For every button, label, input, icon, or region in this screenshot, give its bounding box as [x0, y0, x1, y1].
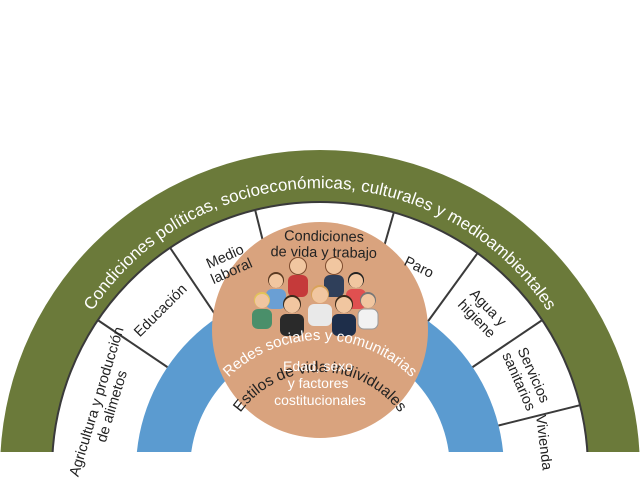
group-of-people-icon	[252, 257, 379, 336]
segment-label: Vivienda	[532, 414, 555, 472]
segment-divider	[427, 252, 479, 322]
core-label: Edad, sexo y factores costitucionales	[274, 358, 366, 408]
segment-divider	[471, 319, 543, 368]
segment-divider	[498, 404, 581, 427]
segment-label: Condicionesde vida y trabajo	[270, 228, 377, 262]
core-circle	[212, 222, 428, 438]
bottom-mask	[0, 452, 640, 480]
segment-divider	[97, 319, 169, 368]
segment-divider	[169, 247, 218, 319]
